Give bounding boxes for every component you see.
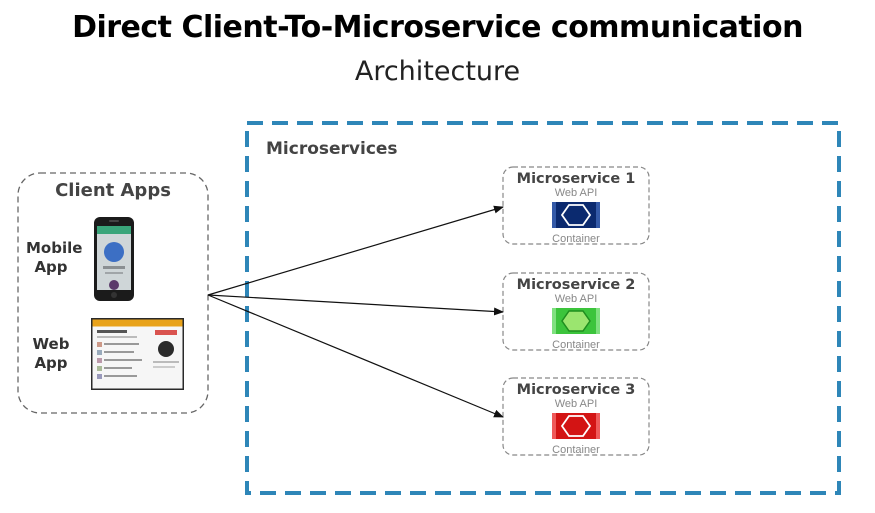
microservices-title: Microservices <box>266 139 398 159</box>
microservice-1-title: Microservice 1 <box>516 171 636 187</box>
arrow-to-microservice-1 <box>207 205 504 296</box>
container-hexagon-icon <box>552 308 600 334</box>
microservice-3-subtitle: Web API <box>554 398 598 410</box>
microservice-3-title: Microservice 3 <box>516 382 636 398</box>
diagram-title: Direct Client-To-Microservice communicat… <box>72 10 803 45</box>
client-apps-title: Client Apps <box>55 180 171 201</box>
microservice-1-box <box>502 166 650 245</box>
diagram-subtitle: Architecture <box>354 56 521 87</box>
microservice-1-subtitle: Web API <box>554 187 598 199</box>
client-apps-box <box>17 172 209 414</box>
arrow-to-microservice-3 <box>207 294 504 418</box>
web-app-label: Web App <box>26 335 76 373</box>
mobile-app-label: Mobile App <box>26 239 82 277</box>
mobile-app-label-text: Mobile App <box>26 239 83 276</box>
microservice-3-container-label: Container <box>552 444 600 456</box>
microservice-1-container-label: Container <box>552 233 600 245</box>
microservices-region <box>245 121 841 495</box>
microservice-2-title: Microservice 2 <box>516 277 636 293</box>
container-hexagon-icon <box>552 413 600 439</box>
microservice-1: Microservice 1 Web API Container <box>503 171 649 246</box>
mobile-phone-icon <box>94 217 134 301</box>
container-hexagon-icon <box>552 202 600 228</box>
microservice-2-container-label: Container <box>552 339 600 351</box>
microservice-2: Microservice 2 Web API Container <box>503 277 649 352</box>
microservice-3: Microservice 3 Web API Container <box>503 382 649 457</box>
web-app-label-text: Web App <box>32 335 70 372</box>
web-browser-icon <box>91 318 184 390</box>
microservice-2-subtitle: Web API <box>554 293 598 305</box>
arrow-to-microservice-2 <box>207 294 504 316</box>
